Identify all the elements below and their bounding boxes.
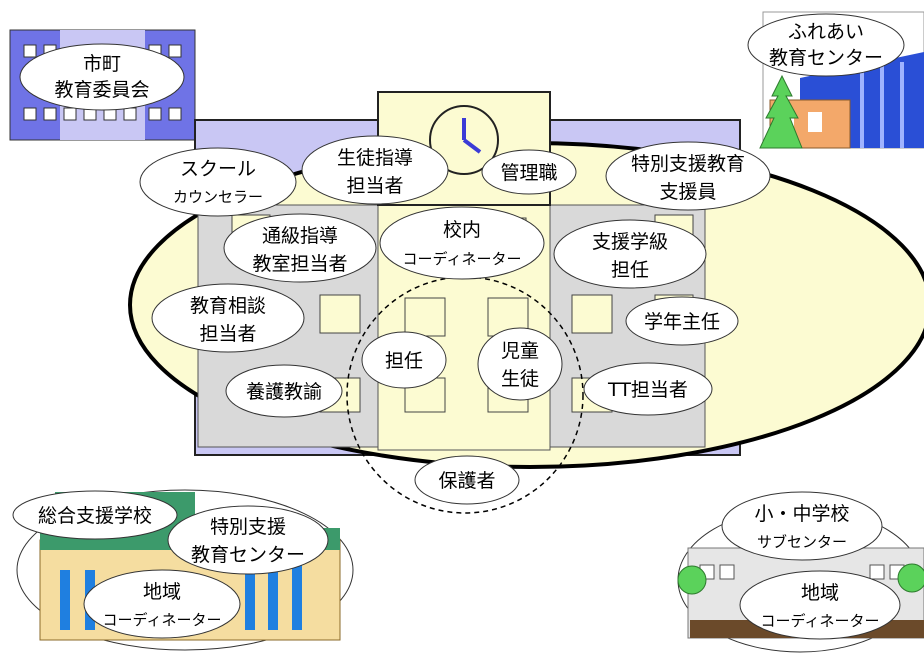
svg-text:通級指導: 通級指導 [262,225,338,247]
svg-text:サブセンター: サブセンター [757,533,847,551]
elementary-school-bubble: 小・中学校 サブセンター [721,491,883,561]
role-support-class-teacher: 支援学級 担任 [553,219,707,289]
svg-text:生徒指導: 生徒指導 [337,147,413,169]
svg-text:小・中学校: 小・中学校 [754,503,849,525]
svg-text:特別支援教育: 特別支援教育 [631,153,745,175]
core-dashed-circle [346,276,584,514]
role-education-counseling: 教育相談 担当者 [151,283,305,353]
role-school-coordinator: 校内 コーディネーター [379,206,545,280]
school-clock [429,105,499,175]
city-board-line1: 市町 [83,53,121,75]
svg-text:コーディネーター: コーディネーター [103,611,222,629]
role-grade-head: 学年主任 [625,296,739,346]
city-board-bubble: 市町 教育委員会 [19,43,185,111]
svg-text:カウンセラー: カウンセラー [173,188,263,206]
svg-text:担任: 担任 [385,350,423,372]
role-special-support-staff: 特別支援教育 支援員 [605,141,771,211]
svg-text:管理職: 管理職 [500,162,557,184]
svg-text:養護教諭: 養護教諭 [246,381,322,403]
svg-text:教室担当者: 教室担当者 [252,253,347,275]
svg-text:教育センター: 教育センター [191,544,305,566]
svg-text:スクール: スクール [180,158,256,180]
role-homeroom-teacher: 担任 [361,331,447,389]
svg-text:保護者: 保護者 [438,470,495,492]
regional-coordinator-right-bubble: 地域 コーディネーター [739,570,901,640]
role-guardians: 保護者 [414,455,520,505]
svg-text:校内: 校内 [443,219,481,241]
svg-text:生徒: 生徒 [501,368,539,390]
svg-text:地域: 地域 [143,581,181,603]
integrated-school-bubble: 総合支援学校 [12,490,178,540]
svg-text:担当者: 担当者 [199,323,256,345]
svg-text:コーディネーター: コーディネーター [761,612,880,630]
fureai-line1: ふれあい [788,21,864,43]
svg-text:支援学級: 支援学級 [592,231,668,253]
role-school-counselor: スクール カウンセラー [139,147,297,217]
svg-text:TT担当者: TT担当者 [607,379,688,401]
regional-coordinator-left-bubble: 地域 コーディネーター [83,569,241,639]
svg-text:学年主任: 学年主任 [644,311,720,333]
city-board-line2: 教育委員会 [54,79,149,101]
svg-text:総合支援学校: 総合支援学校 [38,505,152,527]
svg-text:地域: 地域 [801,582,839,604]
svg-text:支援員: 支援員 [659,181,716,203]
fureai-line2: 教育センター [769,47,883,69]
svg-text:担当者: 担当者 [346,175,403,197]
svg-text:教育相談: 教育相談 [190,295,266,317]
svg-text:コーディネーター: コーディネーター [403,250,522,268]
role-school-nurse: 養護教諭 [225,364,343,418]
svg-text:児童: 児童 [501,340,539,362]
fureai-center-bubble: ふれあい 教育センター [747,13,905,77]
role-management: 管理職 [481,149,577,195]
role-students: 児童 生徒 [477,327,563,401]
svg-text:特別支援: 特別支援 [210,516,286,538]
special-support-center-bubble: 特別支援 教育センター [167,505,329,575]
svg-text:担任: 担任 [611,259,649,281]
role-guidance-officer: 生徒指導 担当者 [301,135,449,205]
role-resource-room-teacher: 通級指導 教室担当者 [223,213,377,283]
role-tt-teacher: TT担当者 [583,362,713,416]
